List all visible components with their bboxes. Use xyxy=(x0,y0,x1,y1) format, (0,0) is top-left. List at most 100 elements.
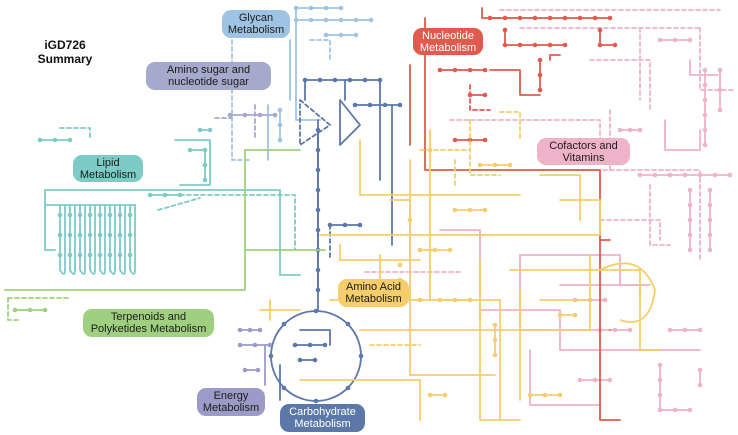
lipid-metabolite-node-216 xyxy=(57,252,63,258)
cofactors-metabolite-node-51 xyxy=(627,327,633,333)
glycan-pathway-edge-141 xyxy=(295,7,321,121)
cofactors-pathway-edge-10 xyxy=(539,169,701,261)
nucleotide-metabolite-node-95 xyxy=(592,15,598,21)
energy-metabolite-node-283 xyxy=(252,342,258,348)
label-glycan-line2: Metabolism xyxy=(227,24,285,36)
lipid-metabolite-node-223 xyxy=(77,232,83,238)
carbohydrate-metabolite-node-168 xyxy=(281,321,287,327)
nucleotide-metabolite-node-125 xyxy=(482,137,488,143)
lipid-metabolite-node-227 xyxy=(87,232,93,238)
carbohydrate-metabolite-node-200 xyxy=(342,222,348,228)
label-amino-sugar-line2: nucleotide sugar xyxy=(168,76,249,88)
nucleotide-pathway-edge-118 xyxy=(469,84,491,111)
carbohydrate-metabolite-node-174 xyxy=(315,187,321,193)
carbohydrate-pathway-edge-181 xyxy=(339,99,361,146)
nucleotide-metabolite-node-120 xyxy=(467,92,473,98)
cofactors-metabolite-node-75 xyxy=(602,297,608,303)
nucleotide-pathway-edge-84 xyxy=(424,17,611,241)
nucleotide-metabolite-node-91 xyxy=(532,15,538,21)
cofactors-metabolite-node-54 xyxy=(682,327,688,333)
glycan-metabolite-node-145 xyxy=(353,32,359,38)
amino_acid-pathway-edge-293 xyxy=(319,199,601,236)
lipid-metabolite-node-235 xyxy=(107,232,113,238)
cofactors-metabolite-node-67 xyxy=(687,407,693,413)
carbohydrate-metabolite-node-176 xyxy=(315,227,321,233)
cofactors-metabolite-node-50 xyxy=(612,327,618,333)
label-carbohydrate-line1: Carbohydrate xyxy=(289,406,356,418)
label-terpenoids-line2: Polyketides Metabolism xyxy=(90,323,207,335)
lipid-metabolite-node-259 xyxy=(202,177,208,183)
glycan-metabolite-node-150 xyxy=(277,122,283,128)
lipid-metabolite-node-230 xyxy=(97,212,103,218)
cofactors-metabolite-node-82 xyxy=(627,127,633,133)
cofactors-metabolite-node-53 xyxy=(667,327,673,333)
amino_acid-pathway-edge-297 xyxy=(359,254,591,331)
carbohydrate-metabolite-node-167 xyxy=(268,353,274,359)
lipid-pathway-edge-221 xyxy=(79,204,86,275)
carbohydrate-metabolite-node-196 xyxy=(397,102,403,108)
amino_acid-metabolite-node-326 xyxy=(482,207,488,213)
carbohydrate-metabolite-node-185 xyxy=(332,77,338,83)
cofactors-pathway-edge-23 xyxy=(664,119,701,151)
nucleotide-metabolite-node-88 xyxy=(487,15,493,21)
cofactors-metabolite-node-83 xyxy=(637,127,643,133)
lipid-metabolite-node-214 xyxy=(57,212,63,218)
cofactors-metabolite-node-41 xyxy=(707,217,713,223)
lipid-metabolite-node-262 xyxy=(207,127,213,133)
carbohydrate-metabolite-node-171 xyxy=(315,127,321,133)
terpenoids-metabolite-node-272 xyxy=(12,307,18,313)
lipid-metabolite-node-258 xyxy=(202,162,208,168)
nucleotide-metabolite-node-123 xyxy=(452,137,458,143)
amino-acid-loop-edge xyxy=(599,262,656,323)
glycan-metabolite-node-139 xyxy=(353,17,359,23)
cofactors-metabolite-node-65 xyxy=(657,407,663,413)
lipid-metabolite-node-261 xyxy=(197,127,203,133)
carbohydrate-metabolite-node-210 xyxy=(312,357,318,363)
carbohydrate-metabolite-node-173 xyxy=(315,167,321,173)
carbohydrate-metabolite-node-162 xyxy=(345,321,351,327)
amino_acid-metabolite-node-340 xyxy=(442,392,448,398)
cofactors-metabolite-node-59 xyxy=(592,377,598,383)
cofactors-metabolite-node-60 xyxy=(607,377,613,383)
lipid-metabolite-node-220 xyxy=(67,252,73,258)
lipid-metabolite-node-224 xyxy=(77,252,83,258)
amino_sugar-metabolite-node-158 xyxy=(272,112,278,118)
label-lipid-line1: Lipid xyxy=(96,156,120,169)
lipid-metabolite-node-234 xyxy=(107,212,113,218)
cofactors-pathway-edge-4 xyxy=(589,59,651,111)
cofactors-metabolite-node-69 xyxy=(697,367,703,373)
glycan-metabolite-node-136 xyxy=(308,17,314,23)
terpenoids-metabolite-node-273 xyxy=(27,307,33,313)
nucleotide-pathway-edge-126 xyxy=(599,239,621,421)
nucleotide-metabolite-node-121 xyxy=(482,92,488,98)
carbohydrate-metabolite-node-178 xyxy=(315,267,321,273)
nucleotide-pathway-edge-128 xyxy=(549,54,561,61)
amino_acid-metabolite-node-337 xyxy=(572,312,578,318)
amino_acid-pathway-edge-294 xyxy=(339,244,421,261)
nucleotide-metabolite-node-106 xyxy=(597,42,603,48)
amino_acid-metabolite-node-333 xyxy=(542,392,548,398)
nucleotide-metabolite-node-89 xyxy=(502,15,508,21)
cofactors-metabolite-node-58 xyxy=(577,377,583,383)
energy-metabolite-node-280 xyxy=(257,327,263,333)
amino_acid-pathway-edge-292 xyxy=(359,139,521,196)
lipid-pathway-edge-213 xyxy=(59,204,66,275)
amino_acid-metabolite-node-317 xyxy=(452,297,458,303)
amino_acid-pathway-edge-306 xyxy=(469,119,501,176)
energy-metabolite-node-284 xyxy=(267,342,273,348)
carbohydrate-metabolite-node-201 xyxy=(357,222,363,228)
nucleotide-metabolite-node-115 xyxy=(537,57,543,63)
amino_acid-pathway-edge-295 xyxy=(329,299,501,421)
cofactors-metabolite-node-29 xyxy=(697,172,703,178)
map-title-line2: Summary xyxy=(37,52,93,66)
